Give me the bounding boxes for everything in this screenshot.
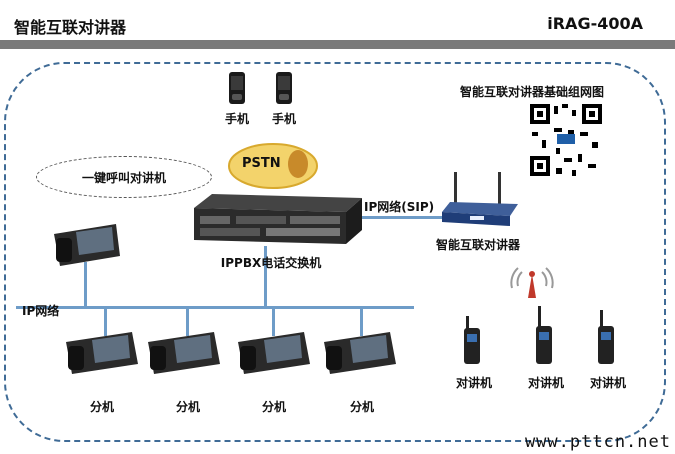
- extension-label: 分机: [175, 400, 201, 414]
- qr-title: 智能互联对讲器基础组网图: [459, 85, 605, 99]
- bubble-text: 一键呼叫对讲机: [81, 171, 166, 185]
- model-name: iRAG-400A: [547, 14, 643, 33]
- radio-label: 对讲机: [527, 376, 565, 390]
- header-bar: [0, 40, 675, 49]
- ip-sip-label: IP网络(SIP): [364, 200, 435, 214]
- radio-label: 对讲机: [455, 376, 493, 390]
- extension-phone-icon: [238, 332, 310, 374]
- backbone-line: [16, 306, 414, 309]
- speech-bubble: 一键呼叫对讲机: [36, 156, 212, 198]
- mobile-phone-icon: [229, 72, 245, 104]
- extension-phone-icon: [66, 332, 138, 374]
- qr-code-icon: [528, 102, 604, 178]
- mobile-label: 手机: [271, 112, 297, 126]
- radio-label: 对讲机: [589, 376, 627, 390]
- ippbx-label: IPPBX电话交换机: [220, 256, 322, 270]
- extension-phone-icon: [148, 332, 220, 374]
- ext3-drop-line: [272, 306, 275, 336]
- pbx-drop-line: [264, 246, 267, 308]
- video-phone-icon: [54, 224, 120, 266]
- sip-line: [356, 216, 456, 219]
- header: 智能互联对讲器 iRAG-400A: [0, 0, 675, 49]
- ext1-drop-line: [104, 306, 107, 336]
- mobile-phone-icon: [276, 72, 292, 104]
- walkie-talkie-icon: [598, 310, 614, 364]
- extension-label: 分机: [349, 400, 375, 414]
- page-title: 智能互联对讲器: [14, 18, 127, 37]
- wireless-signal-icon: [510, 267, 554, 298]
- ip-network-label: IP网络: [22, 304, 60, 318]
- walkie-talkie-icon: [464, 316, 480, 364]
- walkie-talkie-icon: [536, 306, 552, 364]
- mobile-label: 手机: [224, 112, 250, 126]
- extension-phone-icon: [324, 332, 396, 374]
- intercom-label: 智能互联对讲器: [435, 238, 521, 252]
- ippbx-device-icon: [194, 194, 362, 244]
- pstn-label: PSTN: [242, 156, 281, 171]
- network-boundary: [4, 62, 666, 442]
- phone-drop-line: [84, 262, 87, 308]
- pstn-cloud-icon: [228, 143, 318, 189]
- extension-label: 分机: [89, 400, 115, 414]
- watermark-url: www.pttcn.net: [524, 432, 671, 452]
- ext4-drop-line: [360, 306, 363, 336]
- ext2-drop-line: [186, 306, 189, 336]
- extension-label: 分机: [261, 400, 287, 414]
- intercom-router-icon: [442, 172, 518, 226]
